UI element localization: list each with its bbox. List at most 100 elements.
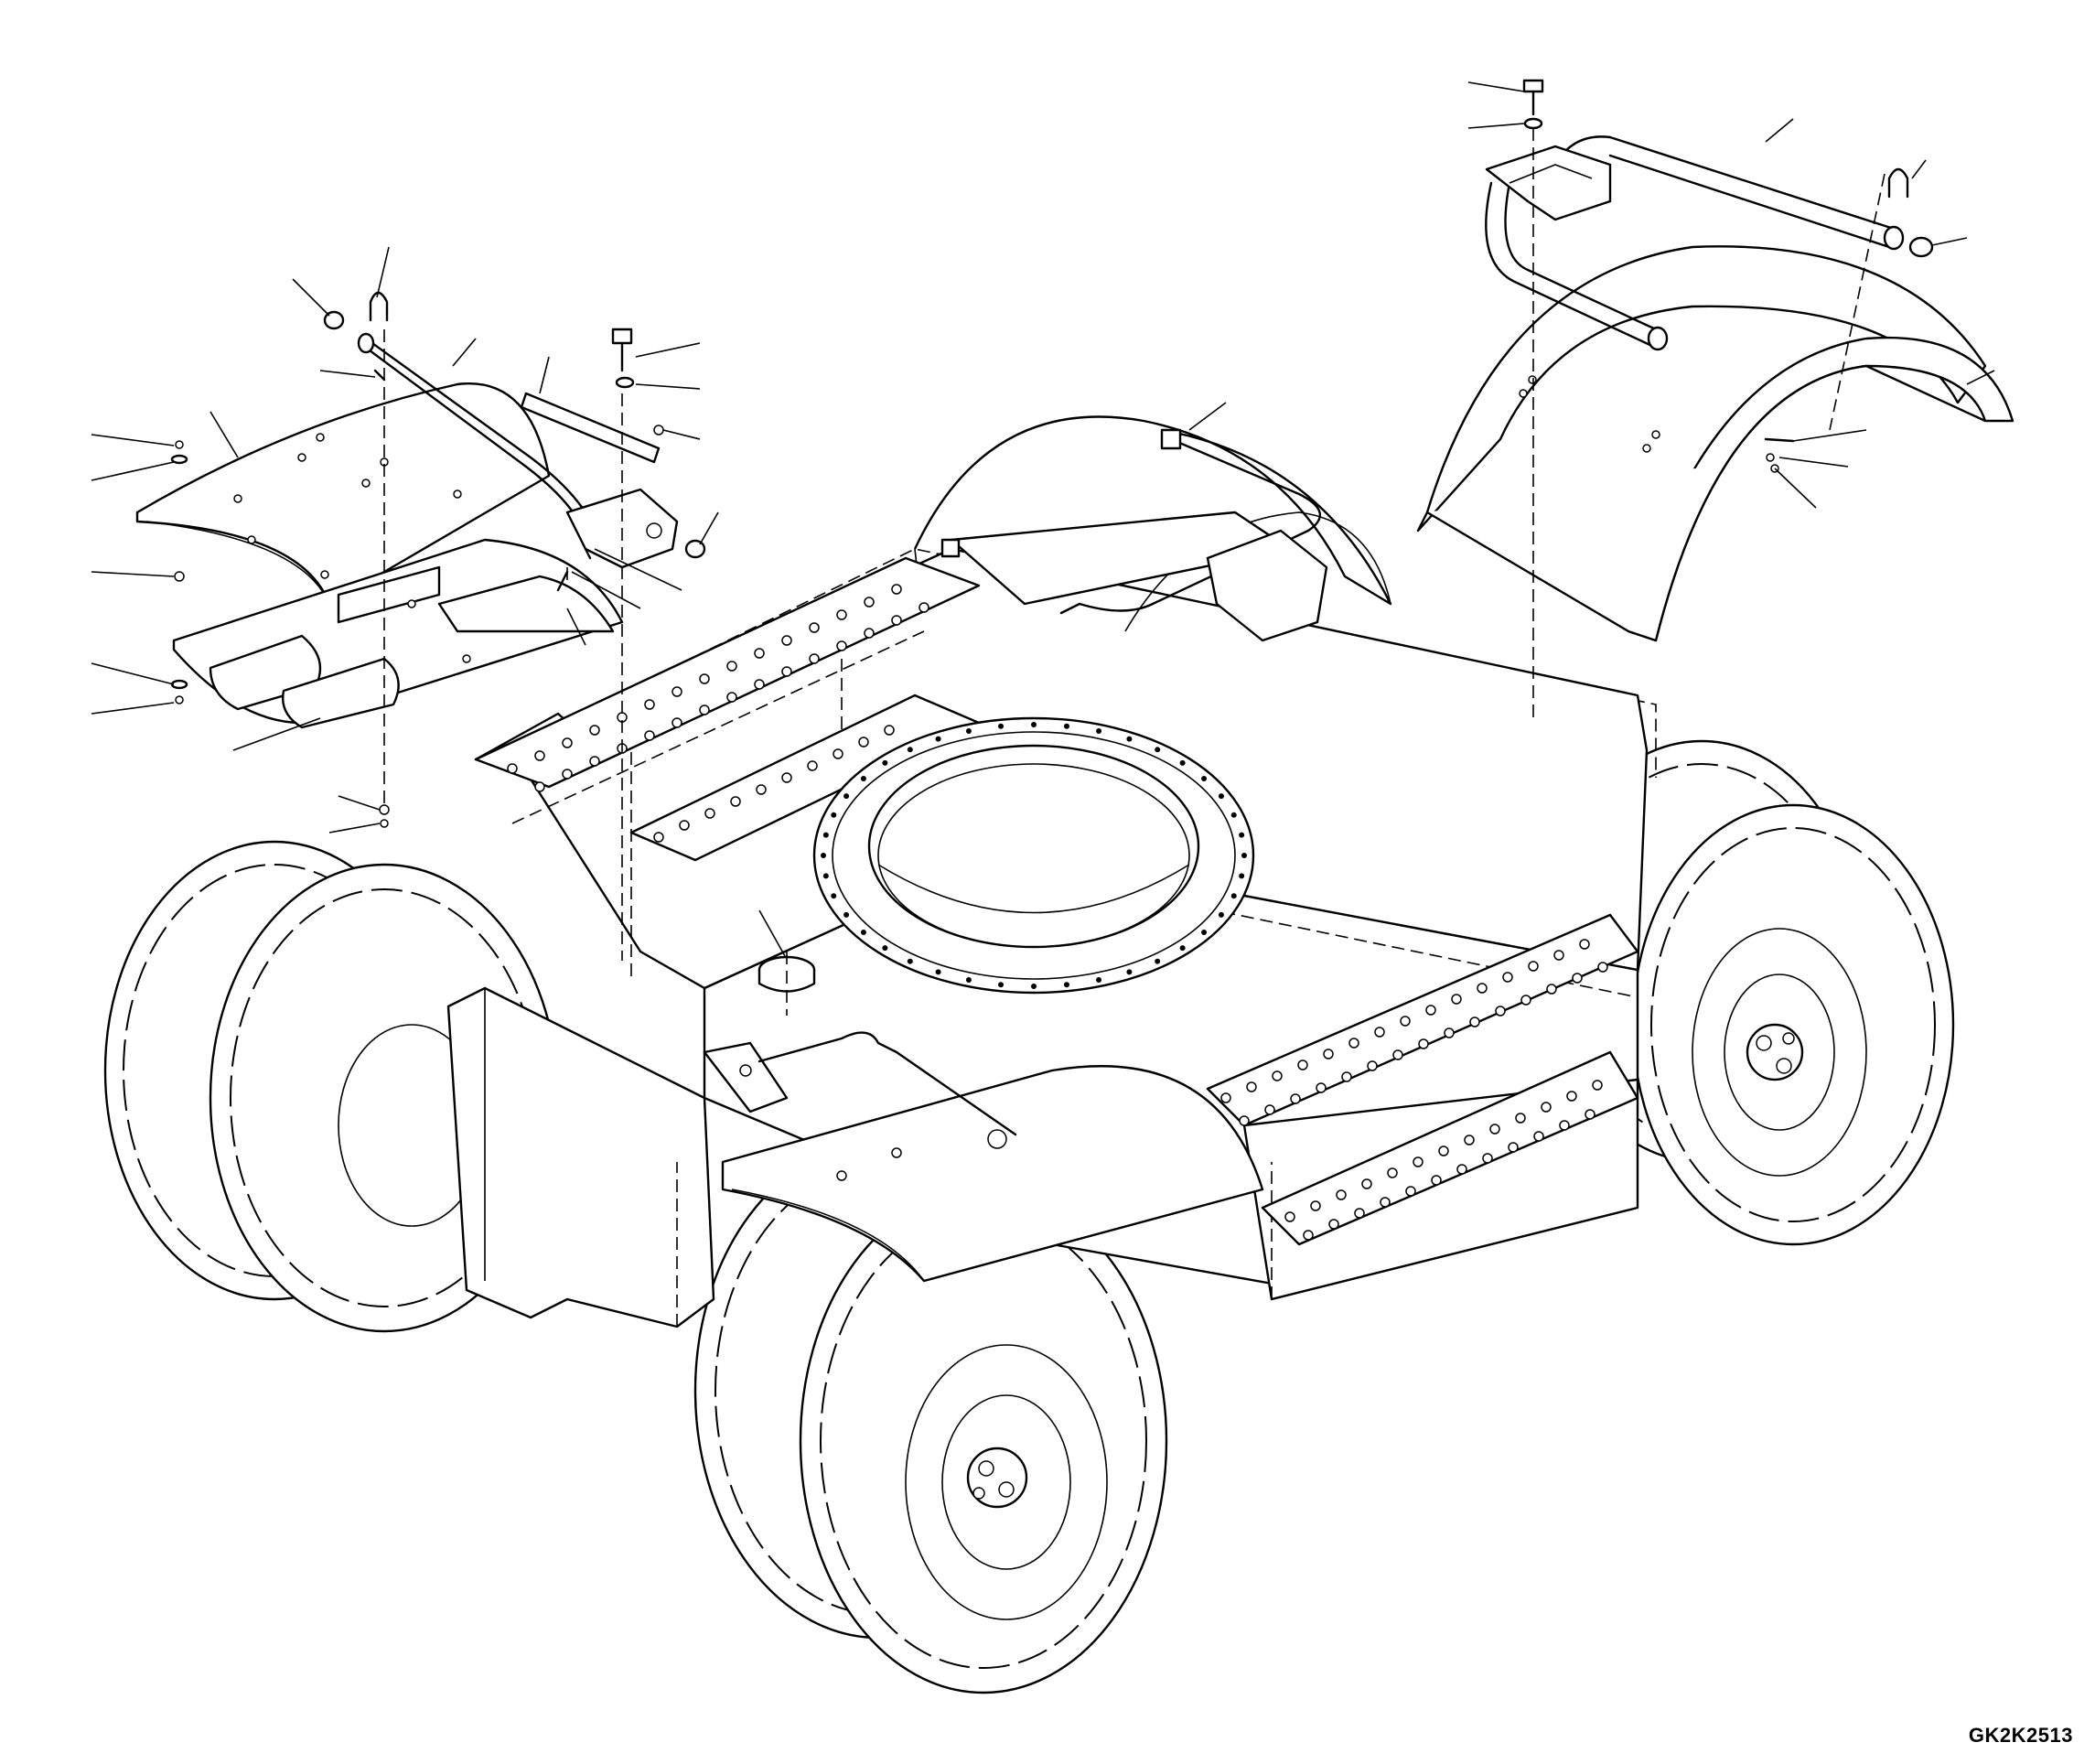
perforation-hole (1495, 1006, 1506, 1016)
ring-bolt (1201, 775, 1208, 781)
ring-bolt (1230, 893, 1237, 899)
perforation-hole (679, 820, 690, 831)
perforation-hole (1380, 1197, 1391, 1208)
ring-bolt (1239, 832, 1245, 838)
perforation-hole (1387, 1167, 1398, 1178)
perforation-hole (1541, 1102, 1552, 1113)
perforation-hole (534, 781, 545, 792)
perforation-hole (1316, 1082, 1327, 1093)
perforation-hole (781, 666, 792, 677)
perforation-hole (1579, 939, 1590, 950)
fender-rear-installed (913, 415, 1392, 642)
perforation-hole (833, 748, 843, 759)
perforation-hole (726, 661, 737, 672)
perforation-hole (699, 705, 710, 715)
perforation-hole (807, 760, 818, 771)
perforation-hole (562, 737, 573, 748)
ring-bolt (1179, 945, 1186, 952)
perforation-hole (1239, 1115, 1250, 1126)
perforation-hole (1528, 961, 1539, 972)
perforation-hole (1374, 1027, 1385, 1038)
ring-bolt (998, 982, 1005, 988)
ring-bolt (822, 832, 829, 838)
perforation-hole (589, 725, 600, 736)
perforation-hole (781, 635, 792, 646)
leader-lines (91, 81, 1995, 957)
ring-bolt (1155, 747, 1161, 753)
perforation-hole (1425, 1005, 1436, 1016)
ring-bolt (1031, 984, 1037, 989)
perforation-hole (1592, 1080, 1603, 1091)
perforation-hole (836, 640, 847, 651)
perforation-hole (644, 730, 655, 741)
ring-bolt (1063, 723, 1069, 729)
ring-bolt (965, 977, 972, 984)
perforation-hole (809, 622, 820, 633)
ring-bolt (843, 793, 850, 800)
perforation-hole (1400, 1016, 1411, 1027)
swing-circle-ring (812, 716, 1255, 995)
perforation-hole (1464, 1135, 1475, 1146)
perforation-hole (858, 737, 869, 748)
ring-bolt (882, 759, 888, 766)
perforation-hole (809, 653, 820, 664)
perforation-hole (1477, 983, 1488, 994)
perforation-hole (1572, 973, 1583, 984)
ring-bolt (907, 958, 913, 964)
ring-bolt (1096, 977, 1102, 984)
perforation-hole (1310, 1200, 1321, 1211)
perforation-hole (1502, 972, 1513, 983)
ring-bolt (1218, 911, 1224, 918)
perforation-hole (1566, 1091, 1577, 1102)
ring-bolt (1239, 873, 1245, 879)
perforation-hole (891, 615, 902, 626)
perforation-hole (1392, 1049, 1403, 1060)
perforation-hole (1438, 1146, 1449, 1156)
walkway-plate-left (474, 556, 981, 862)
perforation-hole (836, 609, 847, 620)
perforation-hole (1585, 1109, 1595, 1120)
ring-bolt (1126, 736, 1133, 742)
perforation-hole (1284, 1211, 1295, 1222)
ring-bolt (1096, 727, 1102, 734)
perforation-hole (1515, 1113, 1526, 1124)
drawing-reference-code: GK2K2513 (1968, 1724, 2073, 1747)
perforation-hole (1482, 1153, 1493, 1164)
perforation-hole (1559, 1120, 1570, 1131)
perforation-hole (1354, 1208, 1365, 1219)
perforation-hole (1264, 1104, 1275, 1115)
fender-front-installed (703, 1031, 1264, 1283)
ring-bolt (1241, 853, 1247, 858)
perforation-hole (864, 628, 875, 639)
ring-bolt (1201, 930, 1208, 936)
perforation-hole (919, 602, 929, 613)
ring-bolt (1063, 982, 1069, 988)
ring-bolt (843, 911, 850, 918)
ring-bolt (965, 727, 972, 734)
ring-bolt (998, 723, 1005, 729)
ring-bolt (1126, 969, 1133, 975)
ring-bolt (821, 853, 826, 858)
perforation-hole (1413, 1156, 1424, 1167)
ring-bolt (1031, 722, 1037, 727)
ring-bolt (935, 736, 941, 742)
perforation-hole (756, 784, 767, 795)
ring-bolt (907, 747, 913, 753)
perforation-hole (1220, 1092, 1231, 1103)
perforation-hole (1431, 1175, 1442, 1186)
perforation-hole (884, 725, 895, 736)
perforation-hole (1469, 1016, 1480, 1027)
perforation-hole (1328, 1219, 1339, 1230)
perforation-hole (781, 772, 792, 783)
perforation-hole (589, 756, 600, 767)
perforation-hole (671, 717, 682, 728)
perforation-hole (699, 673, 710, 684)
perforation-hole (864, 597, 875, 608)
perforation-hole (1553, 950, 1564, 961)
perforation-hole (1405, 1186, 1416, 1197)
ring-bolt (1179, 759, 1186, 766)
perforation-hole (1533, 1131, 1544, 1142)
perforation-hole (671, 686, 682, 697)
perforation-hole (1336, 1189, 1347, 1200)
